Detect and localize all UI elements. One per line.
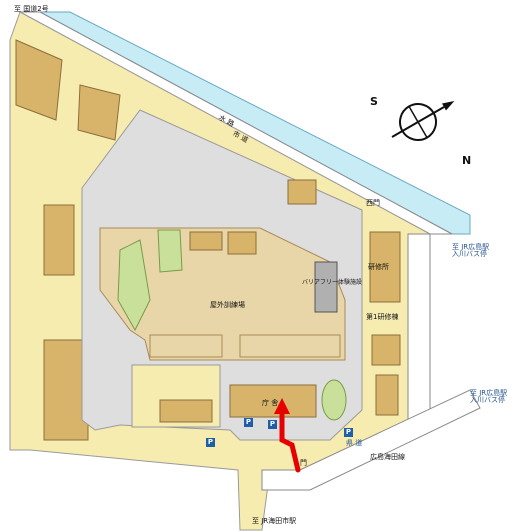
building-left-plaza (159, 399, 213, 423)
building-left-strip-1 (15, 39, 63, 121)
parking-icon: P (268, 420, 277, 429)
compass-icon (391, 101, 455, 141)
barrier-free-facility (314, 261, 338, 313)
small-building-top-2 (227, 231, 257, 255)
lower-strip-right (239, 334, 341, 358)
label-west-gate: 西門 (366, 199, 380, 207)
label-main-building: 庁 舎 (262, 399, 279, 407)
label-training-building: 研修所 (368, 263, 389, 271)
building-north-plaza (287, 179, 317, 205)
compass-n: N (462, 154, 472, 167)
green-mound-2 (157, 229, 183, 273)
route-arrowhead (274, 398, 290, 414)
right-small-building (375, 374, 399, 416)
label-to-jr-kaitaichi: 至 JR海田市駅 (252, 517, 297, 525)
parking-icon: P (206, 438, 215, 447)
label-barrier-free: バリアフリー体験施設 (302, 279, 363, 286)
label-first-training-building: 第1研修棟 (366, 313, 399, 321)
label-to-jr-hiroshima-2: 至 JR広島駅 入川バス停 (470, 389, 508, 404)
route-arrow (279, 407, 301, 473)
building-left-strip-2 (77, 84, 121, 141)
green-mound-1 (117, 239, 151, 332)
training-building (369, 231, 401, 303)
label-gate: 門 (300, 459, 307, 467)
small-building-top (189, 231, 223, 251)
first-training-building (371, 334, 401, 366)
compass-s: S (370, 95, 378, 108)
parking-icon: P (244, 418, 253, 427)
building-left-strip-3 (43, 204, 75, 276)
building-left-strip-4 (43, 339, 89, 441)
main-building (229, 384, 317, 418)
label-outdoor-training-ground: 屋外訓練場 (210, 301, 245, 309)
green-oval (321, 379, 347, 421)
label-to-jr-hiroshima-1: 至 JR広島駅 入川バス停 (452, 243, 490, 258)
lower-strip-left (149, 334, 223, 358)
label-hiroshima-kaita-line: 広島海田線 (370, 453, 405, 461)
label-to-national-route-2: 至 国道2号 (14, 5, 49, 13)
right-road (407, 233, 431, 431)
parking-icon: P (344, 428, 353, 437)
label-prefectural-road: 県 道 (346, 439, 363, 447)
